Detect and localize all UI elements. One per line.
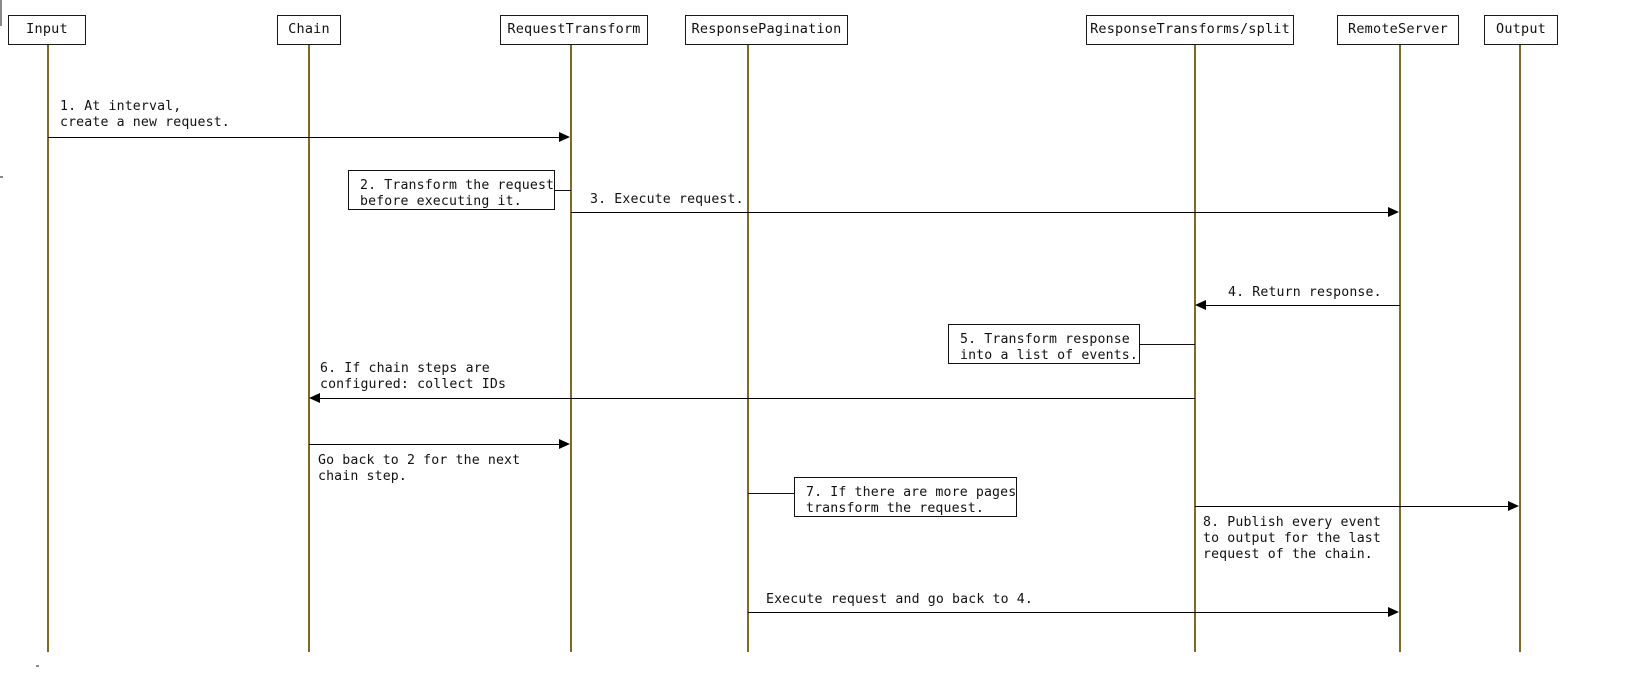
message-label-3: 3. Execute request. <box>590 192 744 207</box>
message-label-1: 1. At interval, create a new request. <box>60 99 230 130</box>
lifeline-remote-server <box>1399 45 1401 652</box>
message-arrowhead-6 <box>309 393 320 403</box>
participant-box-response-transforms-split[interactable]: ResponseTransforms/split <box>1086 15 1294 45</box>
note-connector-5 <box>1139 344 1195 345</box>
message-arrowhead-go-back-to-4 <box>1388 607 1399 617</box>
message-line-6 <box>319 398 1195 399</box>
participant-box-chain[interactable]: Chain <box>277 15 341 45</box>
participant-box-response-pagination[interactable]: ResponsePagination <box>685 15 848 45</box>
lifeline-request-transform <box>570 45 572 652</box>
lifeline-response-pagination <box>747 45 749 652</box>
message-label-go-back-to-2: Go back to 2 for the next chain step. <box>318 453 521 484</box>
message-arrowhead-8 <box>1508 501 1519 511</box>
message-label-go-back-to-4: Execute request and go back to 4. <box>766 592 1033 607</box>
lifeline-output <box>1519 45 1521 652</box>
participant-box-remote-server[interactable]: RemoteServer <box>1337 15 1459 45</box>
message-line-8 <box>1195 506 1509 507</box>
page-edge-mark-left-bottom <box>36 665 39 667</box>
lifeline-chain <box>308 45 310 652</box>
message-label-6: 6. If chain steps are configured: collec… <box>320 361 507 392</box>
note-box-2: 2. Transform the request before executin… <box>348 170 555 210</box>
participant-box-input[interactable]: Input <box>8 15 86 45</box>
lifeline-input <box>47 45 49 652</box>
message-line-go-back-to-2 <box>309 444 560 445</box>
page-edge-mark-left-top <box>0 0 2 26</box>
message-arrowhead-4 <box>1195 300 1206 310</box>
message-arrowhead-1 <box>559 132 570 142</box>
message-line-go-back-to-4 <box>748 612 1389 613</box>
note-connector-2 <box>554 190 571 191</box>
message-label-4: 4. Return response. <box>1228 285 1382 300</box>
note-box-5: 5. Transform response into a list of eve… <box>948 324 1140 364</box>
message-arrowhead-go-back-to-2 <box>559 439 570 449</box>
message-label-8: 8. Publish every event to output for the… <box>1203 515 1381 562</box>
message-line-4 <box>1205 305 1400 306</box>
note-box-7: 7. If there are more pages transform the… <box>794 477 1017 517</box>
message-line-3 <box>571 212 1389 213</box>
message-arrowhead-3 <box>1388 207 1399 217</box>
note-connector-7 <box>748 493 795 494</box>
page-edge-mark-left-middle <box>0 176 3 178</box>
message-line-1 <box>48 137 560 138</box>
participant-box-request-transform[interactable]: RequestTransform <box>500 15 648 45</box>
participant-box-output[interactable]: Output <box>1484 15 1558 45</box>
lifeline-response-transforms-split <box>1194 45 1196 652</box>
